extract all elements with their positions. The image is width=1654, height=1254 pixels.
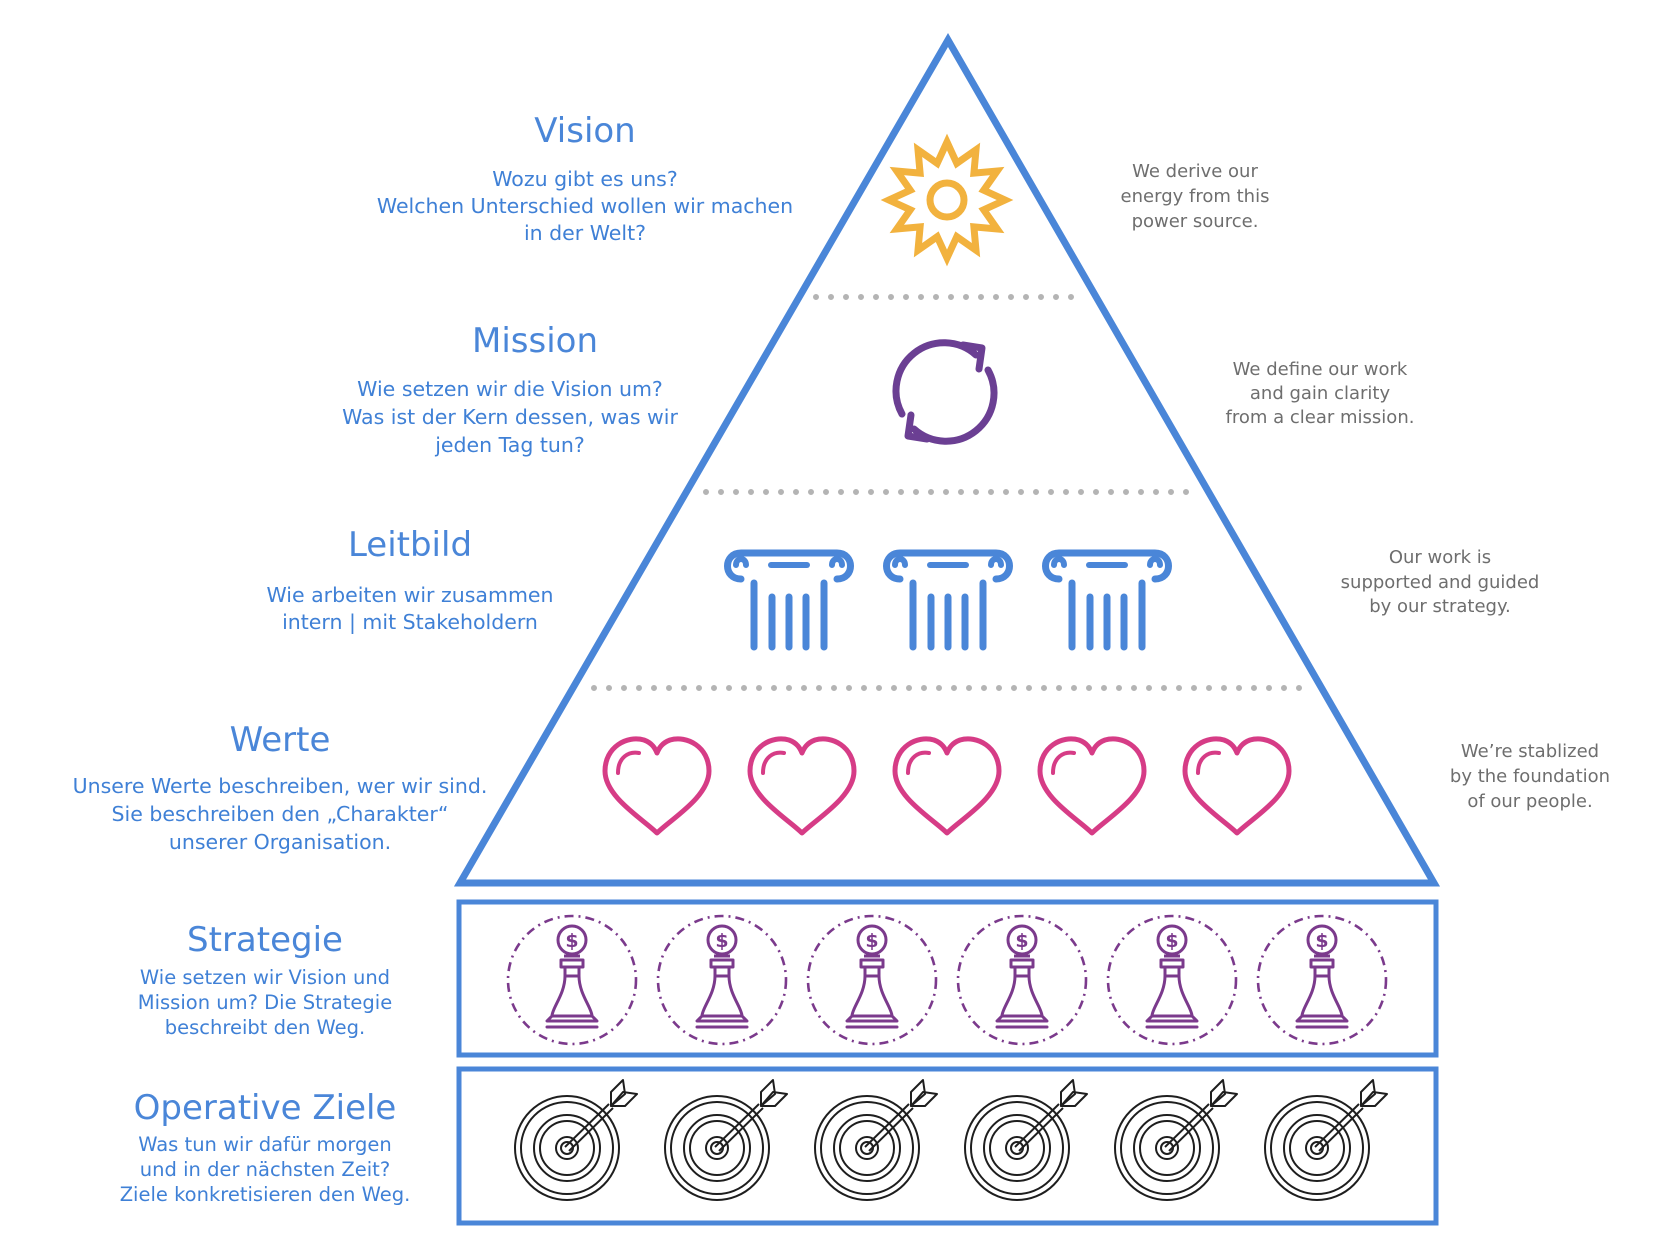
werte-question-line: unserer Organisation. — [168, 830, 392, 854]
strategie-question-line: beschreibt den Weg. — [164, 1016, 366, 1039]
heart-icon — [750, 739, 854, 833]
vision-question-line: Welchen Unterschied wollen wir machen — [376, 194, 794, 218]
ziele-question-line: und in der nächsten Zeit? — [139, 1158, 391, 1181]
vision-question-line: Wozu gibt es uns? — [492, 167, 678, 191]
mission-note-line: from a clear mission. — [1225, 407, 1415, 428]
chess-pawn-dollar-icon — [956, 914, 1088, 1046]
werte-note-line: by the foundation — [1449, 766, 1611, 787]
mission-note-line: and gain clarity — [1249, 383, 1391, 404]
column-icon — [728, 553, 851, 647]
hearts-row — [605, 739, 1289, 833]
strategie-question-line: Mission um? Die Strategie — [137, 991, 393, 1014]
mission-question-line: Wie setzen wir die Vision um? — [357, 377, 663, 401]
mission-question-line: jeden Tag tun? — [435, 433, 585, 457]
chess-pawn-dollar-icon — [1256, 914, 1388, 1046]
ziele-title: Operative Ziele — [133, 1088, 397, 1128]
target-arrow-icon — [1264, 1079, 1388, 1201]
target-arrow-icon — [664, 1079, 788, 1201]
chess-pawn-dollar-icon — [806, 914, 938, 1046]
targets-row — [514, 1079, 1388, 1201]
column-icon — [1046, 553, 1169, 647]
leitbild-question-line: intern | mit Stakeholdern — [282, 610, 538, 634]
ziele-question-line: Ziele konkretisieren den Weg. — [119, 1183, 411, 1206]
vision-note-line: energy from this — [1120, 186, 1270, 207]
chess-pawn-dollar-icon — [506, 914, 638, 1046]
pyramid-outline — [453, 33, 1441, 887]
target-arrow-icon — [514, 1079, 638, 1201]
mission-title: Mission — [471, 321, 598, 361]
vision-note-line: We derive our — [1132, 161, 1258, 182]
heart-icon — [1040, 739, 1144, 833]
werte-note-line: of our people. — [1467, 791, 1593, 812]
ziele-box — [456, 1066, 1439, 1226]
leitbild-question-line: Wie arbeiten wir zusammen — [266, 583, 554, 607]
leitbild-note-line: by our strategy. — [1369, 596, 1511, 617]
heart-icon — [1185, 739, 1289, 833]
heart-icon — [895, 739, 999, 833]
columns-row — [728, 553, 1169, 647]
werte-title: Werte — [229, 720, 331, 760]
column-icon — [887, 553, 1010, 647]
chess-pawn-dollar-icon — [1106, 914, 1238, 1046]
leitbild-note-line: supported and guided — [1340, 572, 1540, 593]
leitbild-note-line: Our work is — [1388, 547, 1492, 568]
cycle-arrows-icon — [892, 339, 998, 445]
target-arrow-icon — [814, 1079, 938, 1201]
sun-icon — [880, 133, 1014, 267]
werte-question-line: Sie beschreiben den „Charakter“ — [111, 802, 449, 826]
werte-question-line: Unsere Werte beschreiben, wer wir sind. — [72, 774, 488, 798]
strategie-question-line: Wie setzen wir Vision und — [139, 966, 391, 989]
leitbild-title: Leitbild — [347, 525, 473, 565]
strategie-title: Strategie — [187, 920, 343, 960]
vision-question-line: in der Welt? — [523, 221, 647, 245]
mission-note-line: We define our work — [1232, 359, 1408, 380]
vision-title: Vision — [534, 111, 636, 151]
pawns-row — [506, 914, 1388, 1046]
ziele-question-line: Was tun wir dafür morgen — [138, 1133, 392, 1156]
mission-question-line: Was ist der Kern dessen, was wir — [342, 405, 678, 429]
werte-note-line: We’re stablized — [1460, 741, 1600, 762]
target-arrow-icon — [964, 1079, 1088, 1201]
target-arrow-icon — [1114, 1079, 1238, 1201]
heart-icon — [605, 739, 709, 833]
vision-note-line: power source. — [1131, 211, 1259, 232]
chess-pawn-dollar-icon — [656, 914, 788, 1046]
strategie-box — [456, 899, 1439, 1058]
